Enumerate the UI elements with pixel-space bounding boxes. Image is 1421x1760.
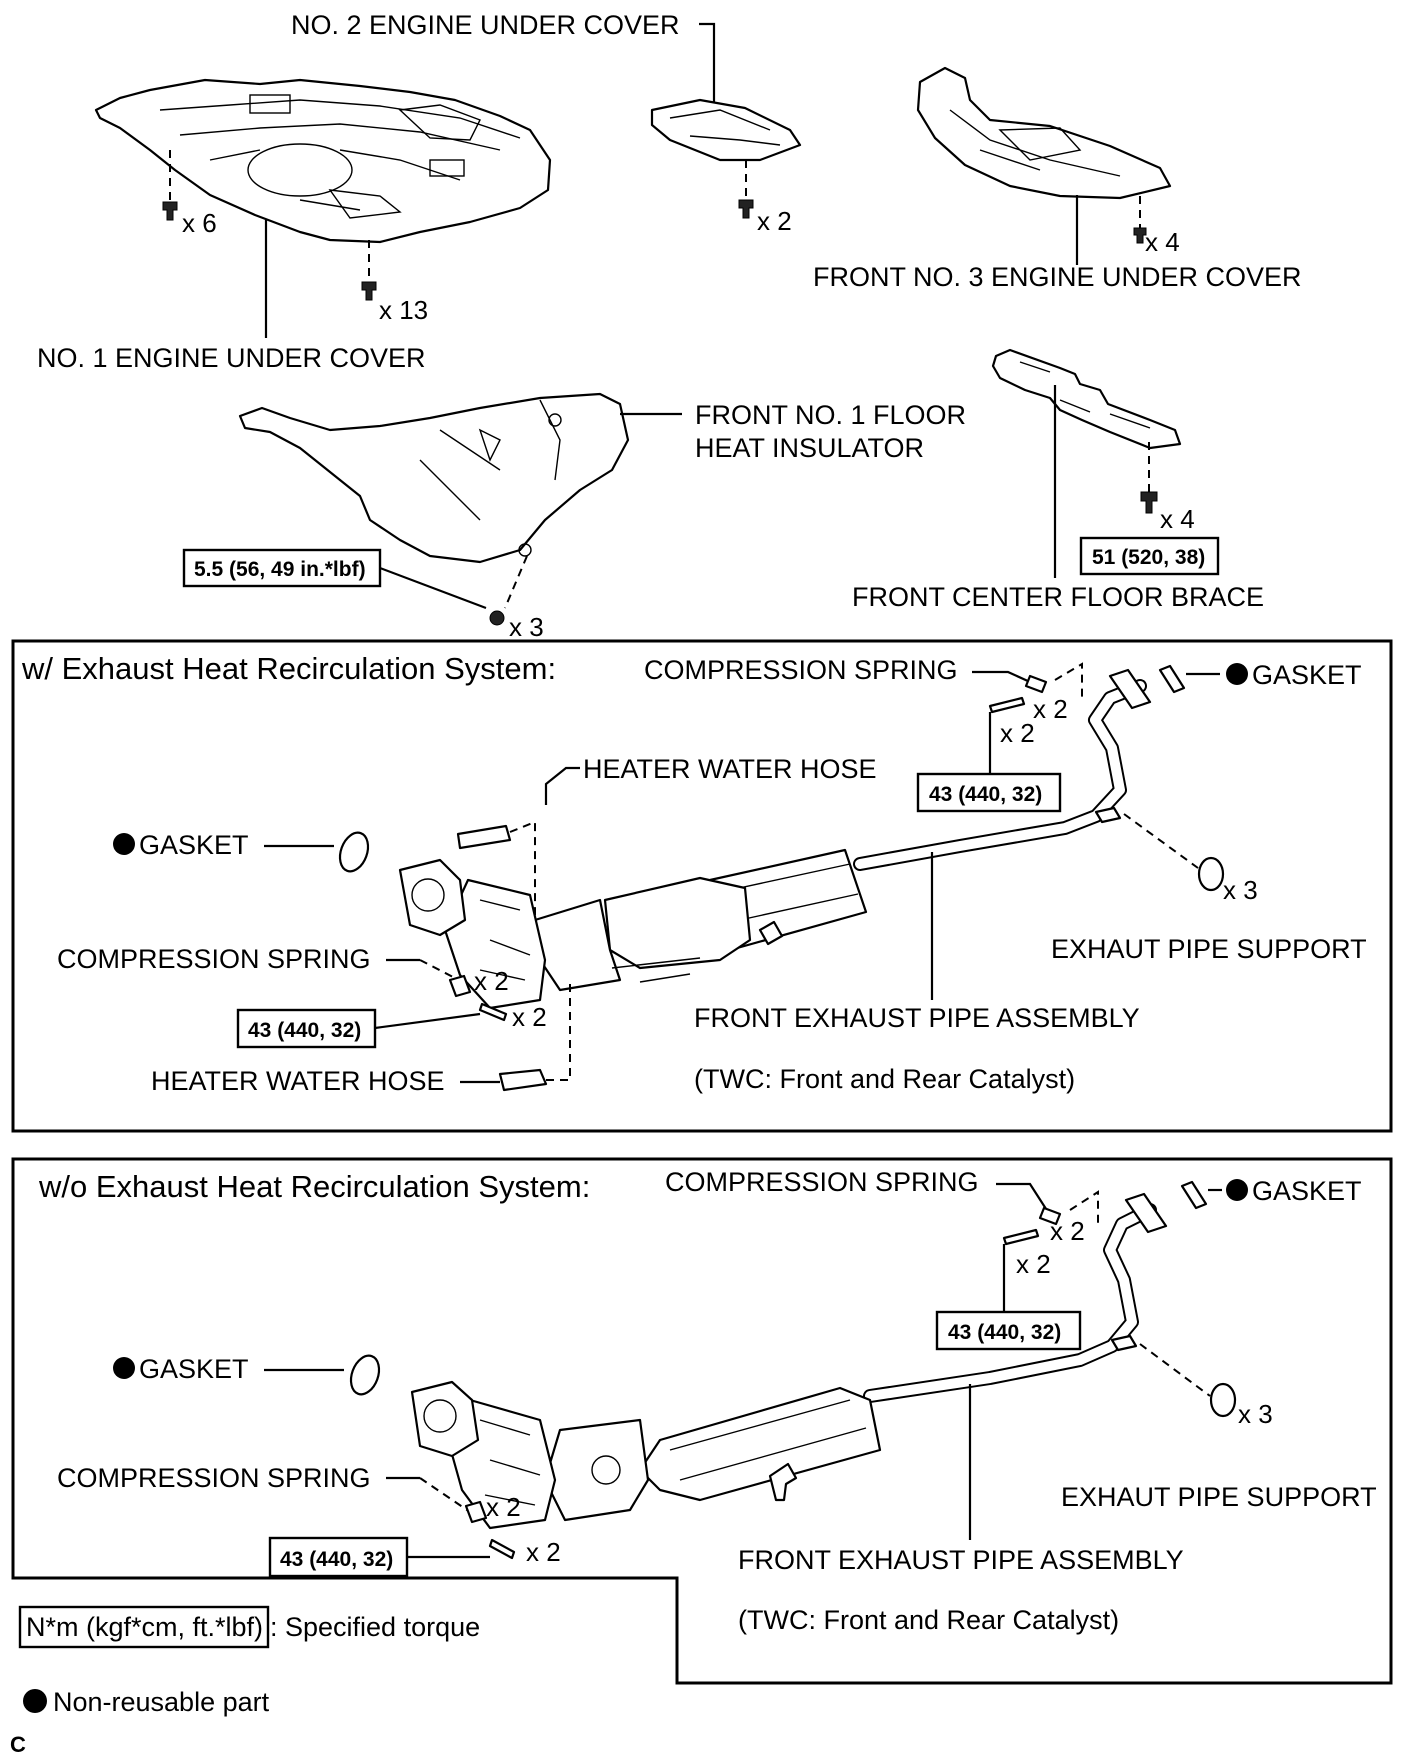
gasket-part — [1180, 1180, 1208, 1210]
panel1-support-qty: x 3 — [1223, 875, 1258, 905]
bolt-icon — [1140, 491, 1158, 514]
panel1-comp-spring-top-label: COMPRESSION SPRING — [644, 655, 958, 685]
insulator-torque-box — [182, 548, 382, 588]
bolt-icon — [361, 281, 377, 301]
panel2-twc-label: (TWC: Front and Rear Catalyst) — [738, 1605, 1119, 1635]
panel2-gasket-top-label: GASKET — [1252, 1176, 1362, 1206]
compression-spring-icon — [448, 974, 472, 998]
panel2-support-label: EXHAUT PIPE SUPPORT — [1061, 1482, 1377, 1512]
panel2-heading: w/o Exhaust Heat Recirculation System: — [38, 1169, 590, 1204]
panel2-torque-left: 43 (440, 32) — [280, 1548, 393, 1571]
corner-letter: C — [10, 1732, 26, 1757]
panel1-gasket-top-label: GASKET — [1252, 660, 1362, 690]
front-no3-engine-under-cover — [916, 66, 1172, 200]
panel1-qty-spring-left: x 2 — [474, 966, 509, 996]
insulator-qty: x 3 — [509, 612, 544, 642]
panel1-qty-bolt-left: x 2 — [512, 1002, 547, 1032]
no1-cover-label: NO. 1 ENGINE UNDER COVER — [37, 343, 426, 373]
panel2-qty-bolt-top: x 2 — [1016, 1249, 1051, 1279]
bolt-icon — [738, 199, 754, 219]
legend-nonreusable: Non-reusable part — [53, 1687, 270, 1717]
no1-cover-qty-b: x 13 — [379, 295, 428, 325]
nonreusable-dot-icon — [23, 1689, 47, 1713]
insulator-label-line1: FRONT NO. 1 FLOOR — [695, 400, 966, 430]
panel2-gasket-left-label: GASKET — [139, 1354, 249, 1384]
front-center-floor-brace — [991, 348, 1182, 450]
panel2-comp-spring-top-label: COMPRESSION SPRING — [665, 1167, 979, 1197]
brace-qty: x 4 — [1160, 504, 1195, 534]
bolt-icon — [478, 1002, 508, 1022]
panel1-torque-left: 43 (440, 32) — [248, 1019, 361, 1042]
panel1-qty-spring-top: x 2 — [1033, 694, 1068, 724]
compression-spring-icon — [1038, 1206, 1062, 1226]
front-exhaust-pipe-assembly-ehr — [398, 668, 1152, 1010]
legend-torque-desc: : Specified torque — [270, 1612, 480, 1642]
panel2-torque-top: 43 (440, 32) — [948, 1321, 1061, 1344]
nonreusable-dot-icon — [1226, 1179, 1248, 1201]
legend-torque-box — [18, 1605, 270, 1649]
insulator-torque: 5.5 (56, 49 in.*lbf) — [194, 558, 366, 581]
bolt-icon — [1133, 227, 1147, 244]
front-no1-floor-heat-insulator — [238, 392, 630, 564]
nut-icon — [489, 610, 505, 626]
compression-spring-icon — [464, 1500, 488, 1524]
brace-label: FRONT CENTER FLOOR BRACE — [852, 582, 1264, 612]
bolt-icon — [162, 201, 178, 221]
panel1-twc-label: (TWC: Front and Rear Catalyst) — [694, 1064, 1075, 1094]
panel1-torque-top-box — [916, 772, 1062, 813]
panel1-torque-left-box — [236, 1008, 377, 1049]
bolt-icon — [488, 1538, 516, 1560]
panel2-qty-spring-top: x 2 — [1050, 1216, 1085, 1246]
gasket-part — [1158, 664, 1186, 694]
front-exhaust-pipe-assembly-no-ehr — [410, 1192, 1168, 1530]
nonreusable-dot-icon — [1226, 663, 1248, 685]
no2-engine-under-cover — [650, 98, 802, 162]
panel1-heater-hose-top-label: HEATER WATER HOSE — [583, 754, 877, 784]
no2-cover-label: NO. 2 ENGINE UNDER COVER — [291, 10, 680, 40]
nonreusable-dot-icon — [113, 1357, 135, 1379]
heater-water-hose-part — [456, 824, 512, 850]
no1-engine-under-cover — [94, 78, 552, 244]
nonreusable-dot-icon — [113, 833, 135, 855]
exhaust-pipe-support-part — [1197, 856, 1225, 892]
bolt-icon — [988, 696, 1026, 714]
insulator-label-line2: HEAT INSULATOR — [695, 433, 924, 463]
gasket-ring-part — [338, 831, 370, 873]
legend-torque-unit: N*m (kgf*cm, ft.*lbf) — [26, 1612, 263, 1642]
panel2-qty-bolt-left: x 2 — [526, 1537, 561, 1567]
exhaust-pipe-support-part — [1209, 1382, 1237, 1418]
no1-cover-qty-a: x 6 — [182, 208, 217, 238]
panel2-torque-top-box — [935, 1310, 1082, 1351]
no2-cover-qty: x 2 — [757, 206, 792, 236]
panel-without-ehr — [11, 1157, 1393, 1685]
panel2-comp-spring-left-label: COMPRESSION SPRING — [57, 1463, 371, 1493]
panel1-qty-bolt-top: x 2 — [1000, 718, 1035, 748]
panel2-assembly-label: FRONT EXHAUST PIPE ASSEMBLY — [738, 1545, 1184, 1575]
panel1-torque-top: 43 (440, 32) — [929, 783, 1042, 806]
heater-water-hose-part — [498, 1068, 548, 1092]
panel-with-ehr — [11, 639, 1393, 1133]
panel1-gasket-left-label: GASKET — [139, 830, 249, 860]
panel1-comp-spring-left-label: COMPRESSION SPRING — [57, 944, 371, 974]
front-no3-qty: x 4 — [1145, 227, 1180, 257]
compression-spring-icon — [1024, 674, 1048, 694]
panel2-qty-spring-left: x 2 — [486, 1492, 521, 1522]
panel1-assembly-label: FRONT EXHAUST PIPE ASSEMBLY — [694, 1003, 1140, 1033]
front-no3-cover-label: FRONT NO. 3 ENGINE UNDER COVER — [813, 262, 1302, 292]
gasket-ring-part — [349, 1354, 381, 1396]
panel2-support-qty: x 3 — [1238, 1399, 1273, 1429]
brace-torque-box — [1079, 536, 1220, 576]
bolt-icon — [1002, 1228, 1040, 1246]
brace-torque: 51 (520, 38) — [1092, 546, 1205, 569]
panel1-support-label: EXHAUT PIPE SUPPORT — [1051, 934, 1367, 964]
panel1-heading: w/ Exhaust Heat Recirculation System: — [21, 651, 556, 686]
panel1-heater-hose-bottom-label: HEATER WATER HOSE — [151, 1066, 445, 1096]
